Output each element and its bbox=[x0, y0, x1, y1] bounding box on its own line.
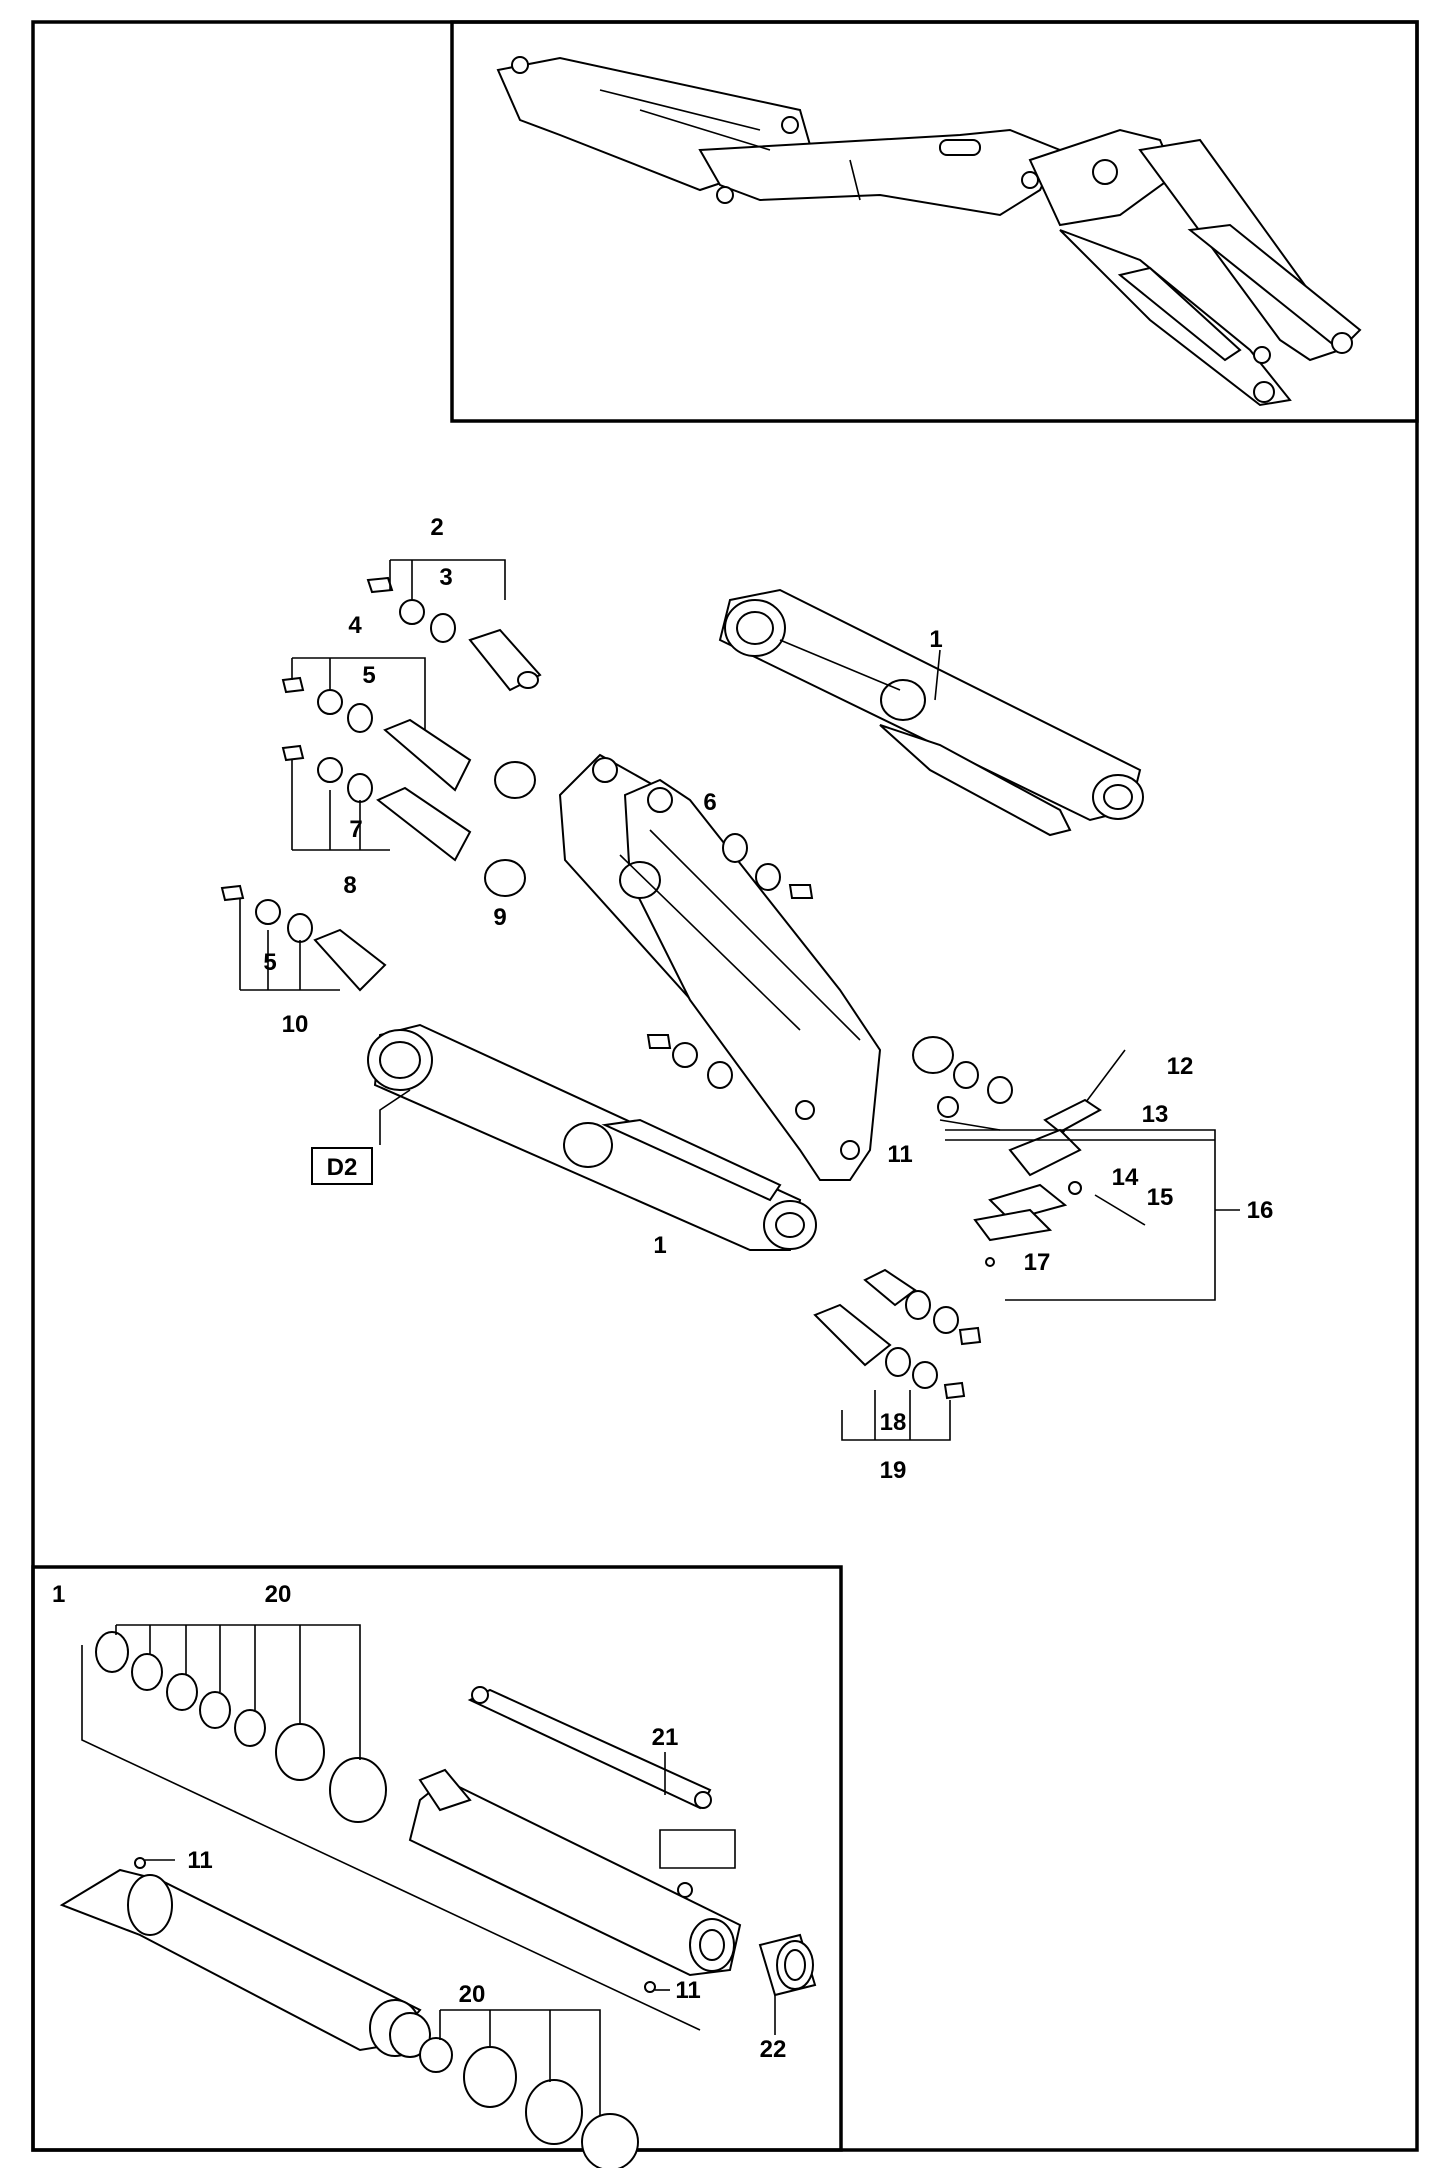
bracket-plate-6 bbox=[558, 753, 882, 1181]
hardware-near-6 bbox=[646, 833, 814, 1089]
label-1-inset: 1 bbox=[52, 1581, 65, 1608]
label-17: 17 bbox=[1024, 1249, 1051, 1276]
label-22: 22 bbox=[760, 2036, 787, 2063]
label-16: 16 bbox=[1247, 1197, 1274, 1224]
pin-assembly-10 bbox=[220, 884, 387, 992]
label-9: 9 bbox=[493, 904, 506, 931]
piston-rod bbox=[59, 1857, 431, 2058]
label-4: 4 bbox=[348, 612, 362, 639]
label-11-inset-lower: 11 bbox=[675, 1977, 700, 2004]
pin-assembly-2 bbox=[366, 576, 542, 692]
detail-frame bbox=[31, 1565, 843, 2152]
label-7: 7 bbox=[349, 816, 362, 843]
hardware-right bbox=[912, 1036, 1146, 1267]
tie-rod-21 bbox=[467, 1686, 736, 1869]
main-labels: 1 2 3 4 5 6 7 8 9 5 10 11 12 13 14 15 16… bbox=[263, 514, 1273, 1484]
d2-label: D2 bbox=[327, 1154, 358, 1181]
bush-22 bbox=[758, 1933, 817, 2035]
overview-inset bbox=[450, 20, 1419, 423]
label-20-upper: 20 bbox=[265, 1581, 292, 1608]
cylinder-detail-inset: 1 bbox=[31, 1565, 843, 2168]
label-11-main: 11 bbox=[887, 1141, 912, 1168]
label-18: 18 bbox=[880, 1409, 907, 1436]
label-13: 13 bbox=[1142, 1101, 1169, 1128]
label-15: 15 bbox=[1147, 1184, 1174, 1211]
d2-reference: D2 bbox=[311, 1147, 373, 1185]
leader-lines bbox=[239, 559, 1240, 1441]
seal-kit-lower bbox=[419, 2037, 639, 2168]
label-3: 3 bbox=[439, 564, 452, 591]
label-20-lower: 20 bbox=[459, 1981, 486, 2008]
label-1-upper: 1 bbox=[929, 626, 942, 653]
label-8: 8 bbox=[343, 872, 356, 899]
label-12: 12 bbox=[1167, 1053, 1194, 1080]
label-10: 10 bbox=[282, 1011, 309, 1038]
label-5-lower: 5 bbox=[263, 949, 276, 976]
overview-frame bbox=[450, 20, 1419, 423]
cylinder-barrel bbox=[408, 1768, 742, 1977]
label-2: 2 bbox=[430, 514, 443, 541]
cylinder-lower bbox=[367, 1023, 817, 1251]
label-21: 21 bbox=[652, 1724, 679, 1751]
loader-arm-overview bbox=[496, 56, 1362, 407]
cylinder-upper bbox=[718, 588, 1144, 837]
pin-assembly-19 bbox=[813, 1268, 982, 1400]
main-exploded-view: D2 bbox=[220, 559, 1240, 1441]
pin-assembly-8 bbox=[281, 744, 526, 897]
label-14: 14 bbox=[1112, 1164, 1139, 1191]
seal-kit-upper bbox=[95, 1631, 387, 1823]
label-6: 6 bbox=[703, 789, 716, 816]
label-19: 19 bbox=[880, 1457, 907, 1484]
label-5-upper: 5 bbox=[362, 662, 375, 689]
label-11-inset-upper: 11 bbox=[187, 1847, 212, 1874]
label-1-lower: 1 bbox=[653, 1232, 666, 1259]
pin-assembly-4 bbox=[281, 676, 536, 799]
